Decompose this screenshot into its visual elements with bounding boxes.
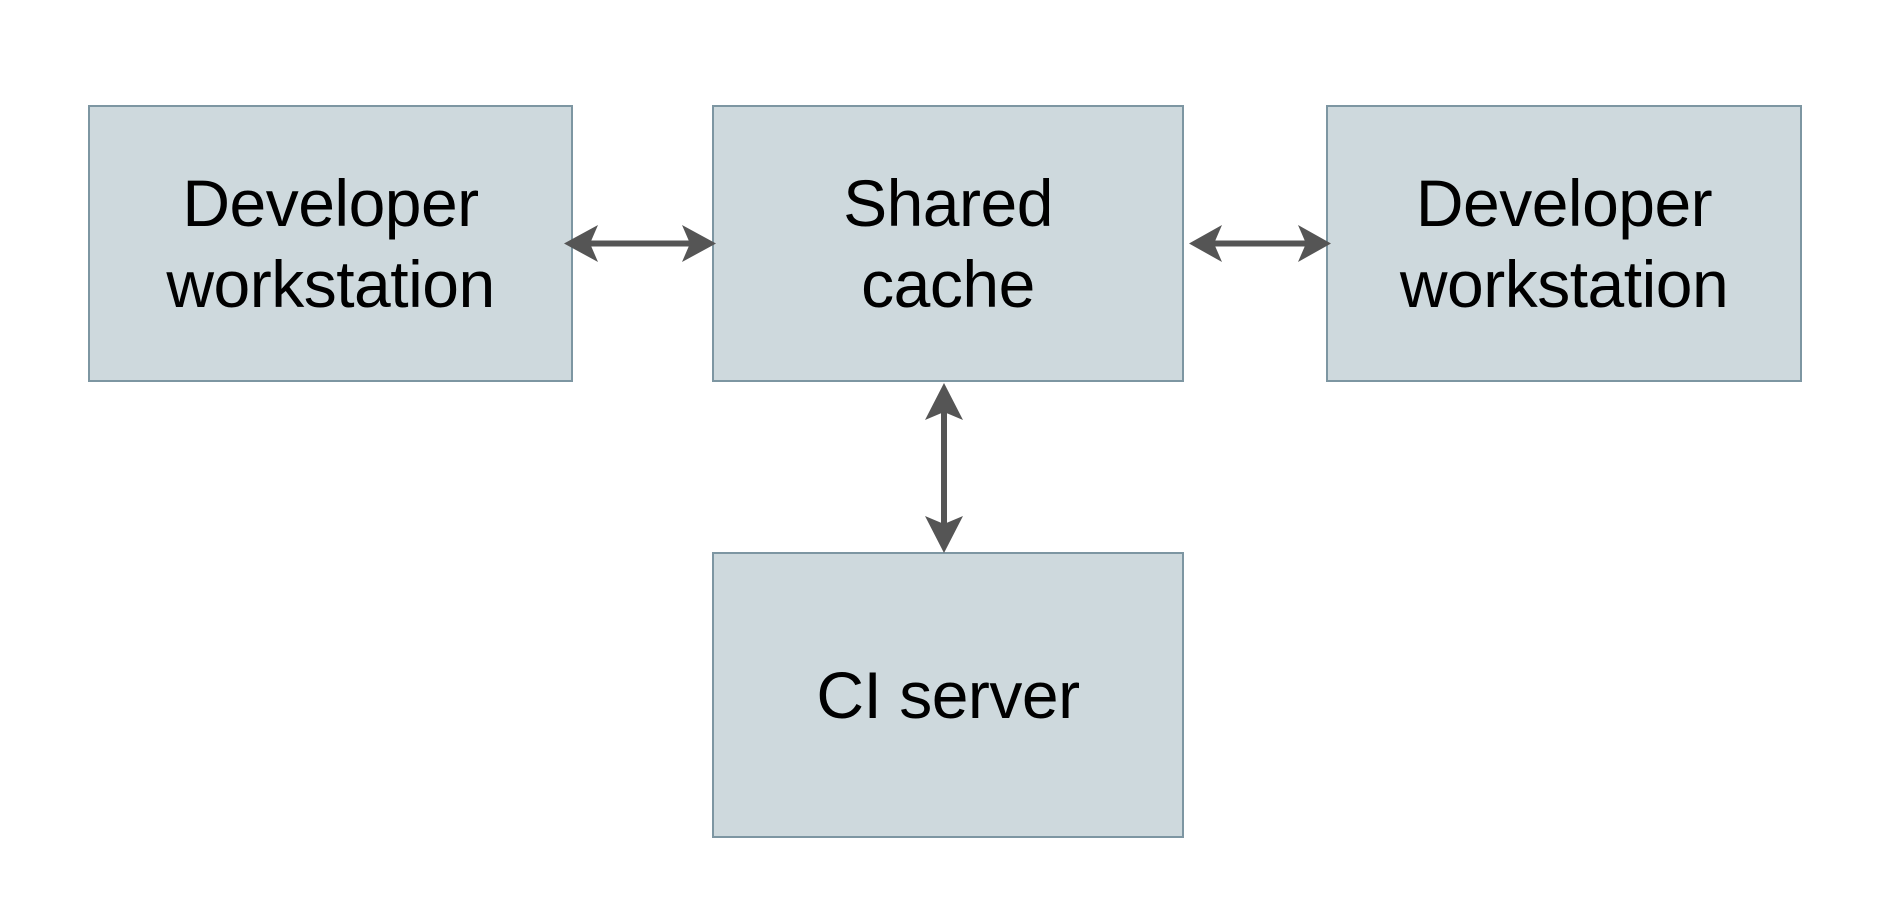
edge-cache-to-ci-server [908, 380, 980, 556]
node-label: Developer workstation [1399, 165, 1729, 321]
arrowhead-up-icon [925, 383, 963, 420]
node-label: Shared cache [843, 165, 1053, 321]
node-label: CI server [816, 657, 1080, 732]
arrowhead-left-icon [1189, 225, 1222, 262]
node-ci-server[interactable]: CI server [712, 552, 1184, 838]
node-shared-cache[interactable]: Shared cache [712, 105, 1184, 382]
node-developer-workstation-right[interactable]: Developer workstation [1326, 105, 1802, 382]
arrowhead-right-icon [682, 225, 716, 262]
arrowhead-down-icon [925, 516, 963, 553]
node-label: Developer workstation [166, 165, 495, 321]
node-developer-workstation-left[interactable]: Developer workstation [88, 105, 573, 382]
edge-cache-to-right-workstation [1186, 208, 1334, 280]
edge-left-workstation-to-cache [560, 208, 720, 280]
